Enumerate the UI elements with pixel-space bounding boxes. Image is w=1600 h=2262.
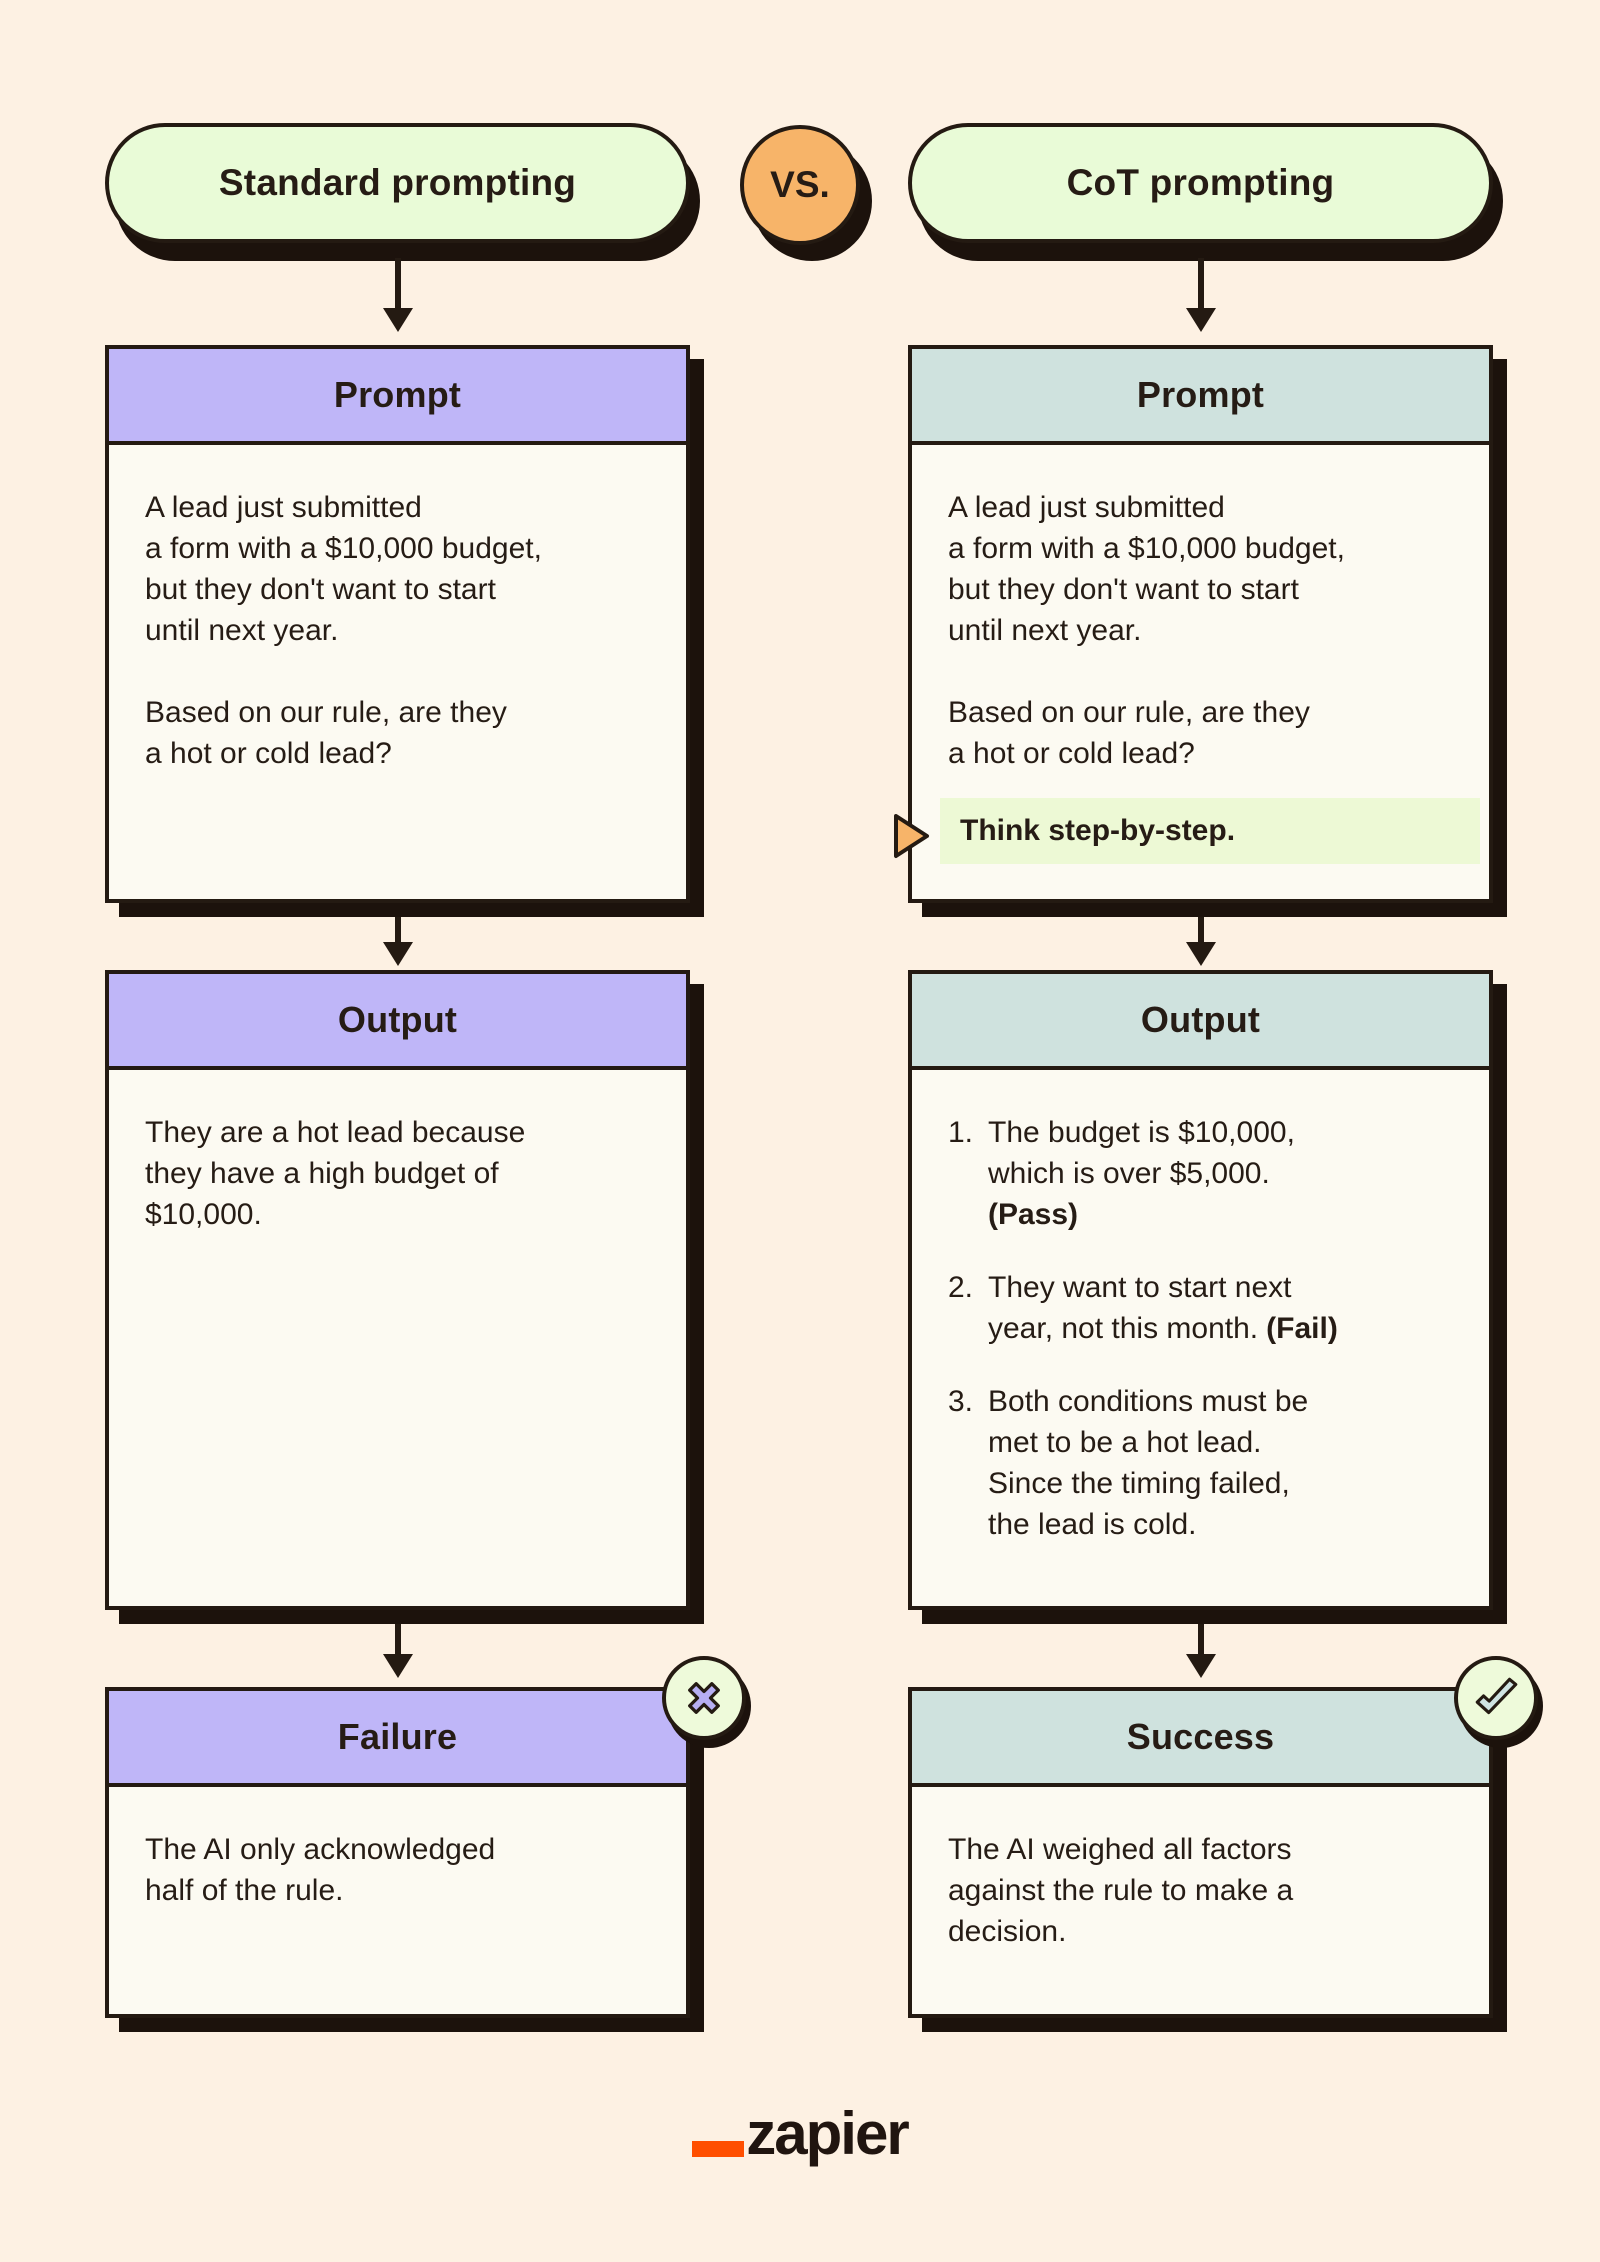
card-header: Prompt	[912, 349, 1489, 445]
standard-prompting-pill: Standard prompting	[105, 123, 690, 243]
standard-prompt-card: Prompt A lead just submitted a form with…	[105, 345, 690, 903]
pass-label: (Pass)	[988, 1198, 1079, 1231]
check-mark-icon	[1475, 1677, 1518, 1715]
success-title: Success	[1126, 1716, 1275, 1757]
card-body: A lead just submitted a form with a $10,…	[109, 445, 686, 774]
vs-label: VS.	[770, 164, 830, 205]
standard-prompting-label: Standard prompting	[218, 162, 577, 203]
output-title: Output	[1140, 999, 1261, 1040]
card-body: The AI weighed all factors against the r…	[912, 1787, 1489, 1952]
failure-badge	[662, 1656, 746, 1740]
prompt-paragraph: A lead just submitted a form with a $10,…	[948, 491, 1345, 647]
pointer-triangle-icon	[894, 814, 929, 858]
list-item: 2. They want to start next year, not thi…	[948, 1267, 1451, 1349]
output-title: Output	[337, 999, 458, 1040]
card-body: The AI only acknowledged half of the rul…	[109, 1787, 686, 1911]
card-body: 1. The budget is $10,000, which is over …	[912, 1070, 1489, 1545]
step-text: Both conditions must be met to be a hot …	[988, 1385, 1309, 1541]
down-arrow-icon	[1186, 906, 1216, 966]
step-number: 2.	[948, 1271, 974, 1304]
card-body: A lead just submitted a form with a $10,…	[912, 445, 1489, 774]
cot-output-card: Output 1. The budget is $10,000, which i…	[908, 970, 1493, 1610]
down-arrow-icon	[383, 1612, 413, 1678]
card-header: Prompt	[109, 349, 686, 445]
prompt-paragraph: Based on our rule, are they a hot or col…	[948, 696, 1310, 770]
think-step-by-step-highlight: Think step-by-step.	[940, 798, 1480, 864]
zapier-underscore-icon	[692, 2141, 745, 2157]
list-item: 1. The budget is $10,000, which is over …	[948, 1112, 1451, 1235]
down-arrow-icon	[1186, 258, 1216, 332]
standard-output-card: Output They are a hot lead because they …	[105, 970, 690, 1610]
highlight-label: Think step-by-step.	[960, 814, 1236, 847]
x-mark-icon	[688, 1682, 720, 1714]
list-item: 3. Both conditions must be met to be a h…	[948, 1381, 1451, 1545]
failure-title: Failure	[337, 1716, 458, 1757]
vs-badge: VS.	[740, 125, 860, 245]
cot-prompt-card: Prompt A lead just submitted a form with…	[894, 345, 1493, 903]
step-number: 1.	[948, 1116, 974, 1149]
zapier-logo: zapier	[0, 2104, 1600, 2164]
output-text: They are a hot lead because they have a …	[145, 1116, 526, 1231]
success-badge	[1454, 1656, 1538, 1740]
step-text: The budget is $10,000, which is over $5,…	[988, 1112, 1295, 1235]
failure-text: The AI only acknowledged half of the rul…	[145, 1833, 496, 1907]
prompt-title: Prompt	[333, 374, 462, 415]
card-header: Output	[912, 974, 1489, 1070]
prompt-title: Prompt	[1136, 374, 1265, 415]
step-text: They want to start next year, not this m…	[988, 1271, 1338, 1345]
down-arrow-icon	[383, 906, 413, 966]
card-body: They are a hot lead because they have a …	[109, 1070, 686, 1235]
prompt-paragraph: A lead just submitted a form with a $10,…	[145, 491, 542, 647]
reasoning-steps: 1. The budget is $10,000, which is over …	[948, 1112, 1451, 1545]
card-header: Success	[912, 1691, 1489, 1787]
fail-label: (Fail)	[1266, 1312, 1338, 1345]
card-header: Output	[109, 974, 686, 1070]
cot-prompting-label: CoT prompting	[1066, 162, 1335, 203]
cot-prompting-pill: CoT prompting	[908, 123, 1493, 243]
failure-card: Failure The AI only acknowledged half of…	[105, 1687, 690, 2018]
card-header: Failure	[109, 1691, 686, 1787]
prompt-paragraph: Based on our rule, are they a hot or col…	[145, 696, 507, 770]
down-arrow-icon	[1186, 1612, 1216, 1678]
step-number: 3.	[948, 1385, 974, 1418]
success-text: The AI weighed all factors against the r…	[948, 1833, 1294, 1948]
zapier-logo-text: zapier	[746, 2100, 909, 2167]
down-arrow-icon	[383, 258, 413, 332]
success-card: Success The AI weighed all factors again…	[908, 1687, 1493, 2018]
